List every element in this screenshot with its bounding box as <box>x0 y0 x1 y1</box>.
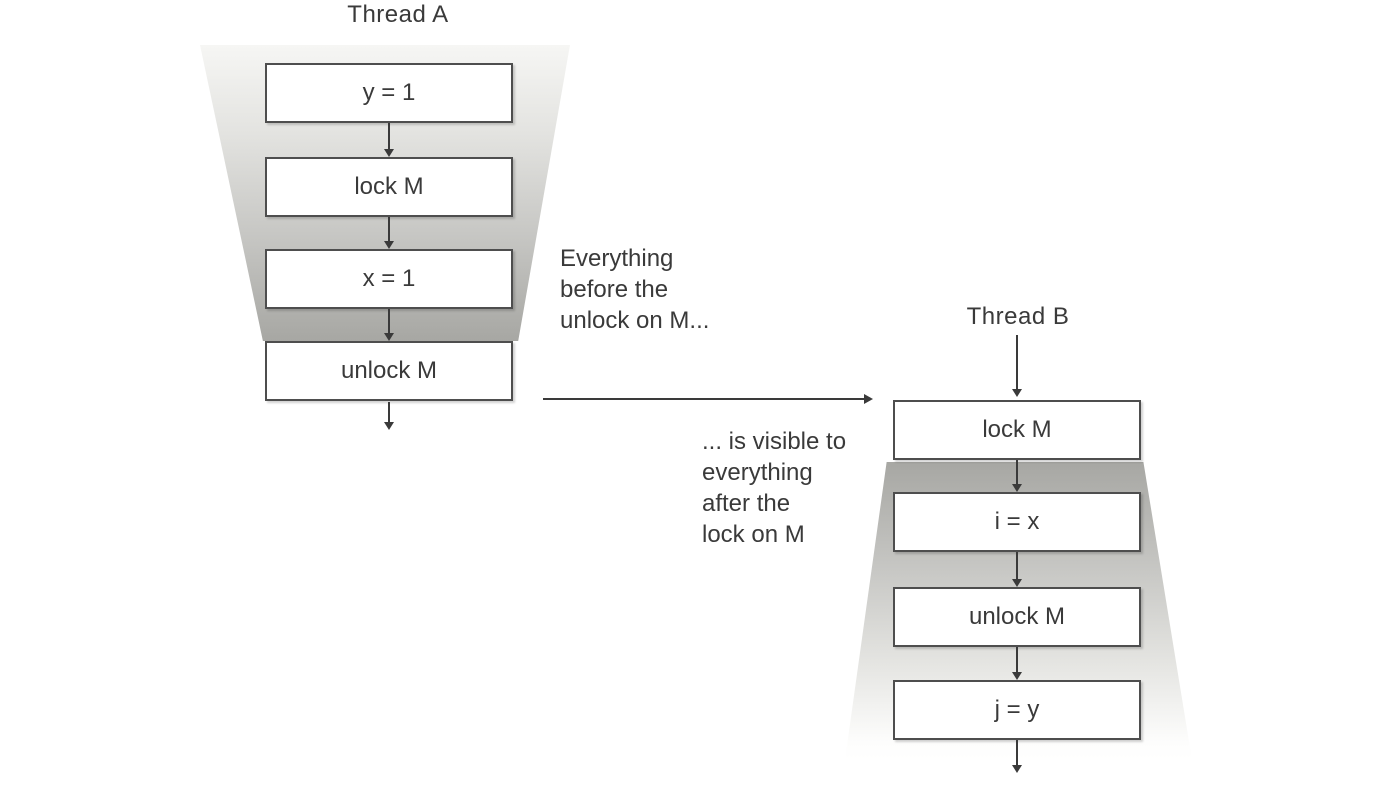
arrow-down-icon <box>383 123 395 157</box>
thread-b-step-j-assign: j = y <box>893 680 1141 740</box>
thread-a-step-unlock: unlock M <box>265 341 513 401</box>
annotation-before-unlock: Everything before the unlock on M... <box>560 245 710 334</box>
thread-a-step-y-assign: y = 1 <box>265 63 513 123</box>
thread-b-step-lock: lock M <box>893 400 1141 460</box>
arrow-down-icon <box>1011 740 1023 773</box>
annotation-visible-after-lock: ... is visible to everything after the l… <box>702 428 847 548</box>
thread-b-title: Thread B <box>966 303 1070 330</box>
arrow-down-icon <box>1011 552 1023 587</box>
thread-a-title: Thread A <box>347 1 449 28</box>
arrow-down-icon <box>1011 335 1023 397</box>
thread-b-step-i-assign: i = x <box>893 492 1141 552</box>
arrow-down-icon <box>1011 647 1023 680</box>
arrow-down-icon <box>1011 460 1023 492</box>
thread-b-step-unlock: unlock M <box>893 587 1141 647</box>
arrow-down-icon <box>383 217 395 249</box>
thread-a-step-x-assign: x = 1 <box>265 249 513 309</box>
arrow-down-icon <box>383 309 395 341</box>
arrow-down-icon <box>383 402 395 430</box>
thread-a-step-lock: lock M <box>265 157 513 217</box>
arrow-right-icon <box>543 393 873 405</box>
